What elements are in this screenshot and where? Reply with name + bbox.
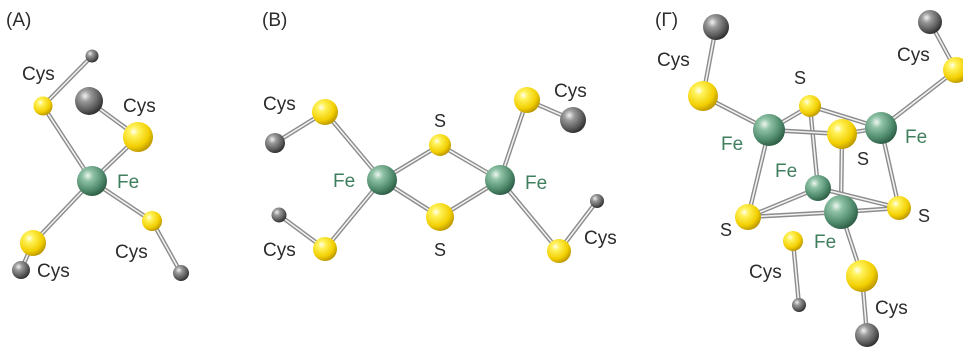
sulfur-atom (142, 211, 162, 231)
fe-label: Fe (721, 134, 743, 155)
cys-label: Cys (584, 228, 617, 249)
cys-label: Cys (123, 96, 156, 117)
carbon-atom (855, 323, 879, 347)
carbon-atom (85, 49, 99, 63)
panel-a-label: (A) (6, 10, 31, 31)
iron-atom (865, 112, 897, 144)
iron-atom (485, 165, 515, 195)
iron-atom (805, 175, 831, 201)
cys-label: Cys (554, 81, 587, 102)
cys-label: Cys (657, 50, 690, 71)
panel-gamma-label: (Γ) (655, 10, 678, 31)
bond-highlight (809, 105, 819, 189)
fe-label: Fe (333, 171, 355, 192)
s-label: S (434, 111, 446, 131)
sulfur-atom (313, 237, 337, 261)
fe-label: Fe (525, 173, 547, 194)
panel-gamma-bonds (700, 19, 959, 338)
bond-highlight (792, 240, 800, 306)
carbon-atom (703, 14, 729, 40)
iron-atom (77, 166, 107, 196)
bond-highlight (42, 55, 93, 107)
panel-b-label: (B) (262, 10, 287, 31)
carbon-atom (12, 261, 30, 279)
s-label: S (434, 240, 446, 260)
bond-highlight (817, 187, 900, 209)
sulfur-atom (887, 196, 911, 220)
bond-highlight (499, 179, 560, 252)
carbon-atom (792, 298, 806, 312)
carbon-atom (271, 207, 287, 223)
carbon-atom (560, 107, 586, 133)
sulfur-atom (312, 99, 338, 125)
s-label: S (857, 149, 869, 169)
carbon-atom (590, 194, 604, 208)
sulfur-atom (735, 204, 761, 230)
sulfur-atom (123, 122, 153, 152)
fe-label: Fe (905, 127, 927, 148)
sulfur-atom (547, 239, 571, 263)
cys-label: Cys (749, 262, 782, 283)
fe-label: Fe (814, 232, 836, 253)
sulfur-atom (943, 57, 963, 83)
sulfur-atom (426, 203, 454, 231)
s-label: S (918, 206, 930, 226)
fe-label: Fe (775, 161, 797, 182)
cys-label: Cys (263, 94, 296, 115)
fe-label: Fe (117, 172, 139, 193)
iron-atom (753, 114, 785, 146)
carbon-atom (173, 265, 189, 281)
cys-label: Cys (897, 45, 930, 66)
sulfur-atom (514, 87, 540, 113)
sulfur-atom (688, 81, 718, 111)
cys-label: Cys (875, 298, 908, 319)
sulfur-atom (33, 96, 53, 116)
panel-a: (A) Cys Cys Fe Cys Cys (6, 10, 189, 282)
s-label: S (794, 68, 806, 88)
sulfur-atom (20, 230, 46, 256)
sulfur-atom (846, 260, 878, 292)
carbon-atom (265, 133, 285, 153)
panel-b: (B) Cys S Cys Fe Fe (262, 10, 617, 263)
sulfur-atom (429, 134, 451, 156)
sulfur-atom (827, 119, 857, 149)
carbon-atom (918, 10, 942, 34)
iron-atom (367, 165, 397, 195)
cys-label: Cys (37, 261, 70, 282)
s-label: S (720, 220, 732, 240)
cys-label: Cys (115, 242, 148, 263)
cys-label: Cys (22, 64, 55, 85)
panel-gamma: (Γ) (655, 10, 963, 347)
iron-atom (824, 195, 858, 229)
sulfur-atom (783, 231, 803, 251)
cys-label: Cys (263, 240, 296, 261)
sulfur-atom (799, 95, 821, 117)
carbon-atom (75, 87, 103, 115)
